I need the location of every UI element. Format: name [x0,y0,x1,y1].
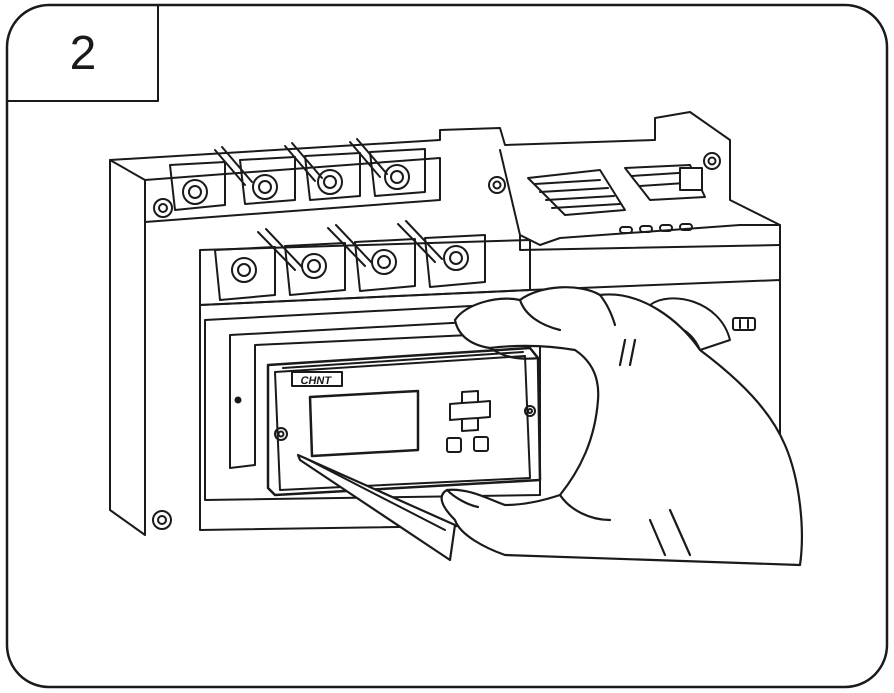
controller-leds [619,223,693,234]
upper-terminal-1 [169,146,253,211]
upper-terminal-2 [239,142,323,205]
step-number: 2 [69,27,97,80]
keypad-button-right [473,436,489,452]
mount-screw-top-right [703,152,721,170]
transfer-switch-device [109,111,781,536]
mount-screw-mid [488,176,506,194]
upper-terminal-4 [369,148,426,197]
step-number-box [6,4,159,102]
lcd-screen [308,389,420,458]
lower-terminal-3 [354,220,443,292]
lower-terminal-4 [424,234,486,288]
outer-frame [5,3,889,689]
panel-screw-right [524,405,536,417]
upper-terminal-3 [304,138,388,201]
panel-screw-left [274,427,288,441]
device-left-side [109,159,146,536]
controller-module [499,149,781,246]
indicator-slot [732,317,756,331]
hand-illustration [440,286,803,567]
device-top-body [109,111,781,441]
keypad-button-left [446,437,462,453]
upper-terminal-row [144,138,441,223]
brand-label: CHNT [299,375,332,387]
device-front-face [199,279,781,441]
mount-screw-bottom-left [152,510,172,530]
lower-terminal-1 [214,228,303,301]
brand-plate [291,371,343,387]
lower-terminal-2 [284,224,373,296]
display-controller: CHNT [266,346,542,497]
controller-terminals [527,164,706,216]
pry-tool [296,453,457,562]
